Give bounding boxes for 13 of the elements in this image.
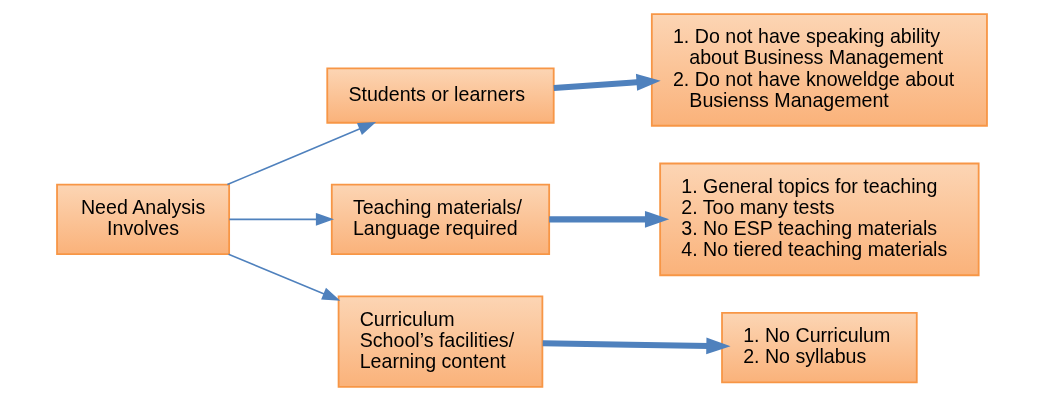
- node-box: Need Analysis Involves: [56, 183, 231, 255]
- node-box: Students or learners: [326, 67, 555, 124]
- node-box: 1. Do not have speaking ability about Business Management 2. Do not have knoweldge about Busienss Management: [650, 13, 988, 127]
- arrow: [553, 73, 661, 91]
- arrow: [542, 337, 731, 355]
- arrow: [228, 213, 335, 226]
- node-box: 1. General topics for teaching 2. Too many tests 3. No ESP teaching materials 4. No tiered teaching materials: [659, 162, 980, 277]
- node-box: Curriculum School’s facilities/ Learning content: [337, 295, 544, 388]
- arrow: [226, 122, 377, 186]
- arrow: [227, 253, 341, 301]
- arrow: [549, 210, 670, 228]
- node-box: 1. No Curriculum 2. No syllabus: [721, 312, 918, 384]
- node-box: Teaching materials/ Language required: [330, 183, 551, 255]
